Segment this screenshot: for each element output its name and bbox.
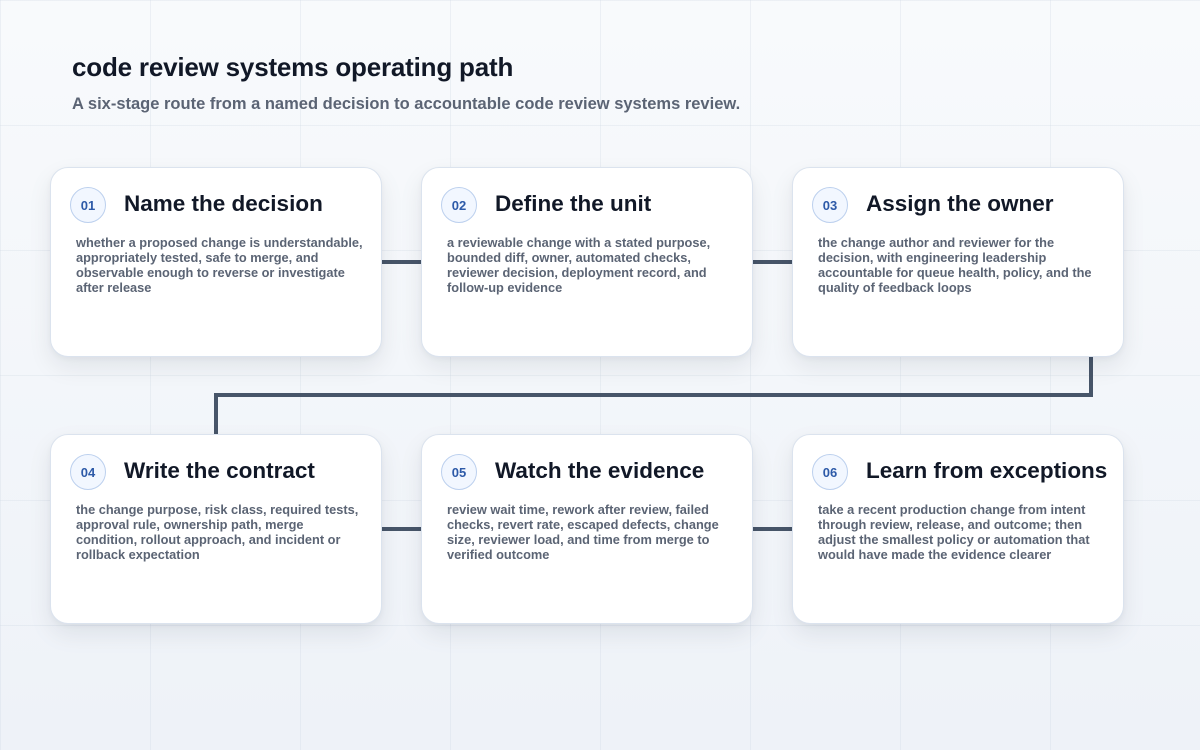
stage-card-03: 03 Assign the owner the change author an… (792, 167, 1124, 357)
stage-card-04: 04 Write the contract the change purpose… (50, 434, 382, 624)
stage-card-06: 06 Learn from exceptions take a recent p… (792, 434, 1124, 624)
stage-number-badge: 05 (441, 454, 477, 490)
stage-description: the change purpose, risk class, required… (76, 502, 359, 562)
stage-title: Write the contract (124, 458, 315, 483)
stage-description: take a recent production change from int… (818, 502, 1090, 562)
stage-title: Learn from exceptions (866, 458, 1108, 483)
stage-card-01: 01 Name the decision whether a proposed … (50, 167, 382, 357)
page-subtitle: A six-stage route from a named decision … (72, 95, 741, 113)
stage-title: Name the decision (124, 191, 323, 216)
stage-number-badge: 03 (812, 187, 848, 223)
stage-number-badge: 06 (812, 454, 848, 490)
page-title: code review systems operating path (72, 52, 514, 82)
stage-number-badge: 02 (441, 187, 477, 223)
stage-description: a reviewable change with a stated purpos… (447, 235, 711, 295)
stage-description: whether a proposed change is understanda… (76, 235, 363, 295)
stage-card-05: 05 Watch the evidence review wait time, … (421, 434, 753, 624)
stage-number-badge: 04 (70, 454, 106, 490)
stage-title: Watch the evidence (495, 458, 705, 483)
stage-card-02: 02 Define the unit a reviewable change w… (421, 167, 753, 357)
stage-description: the change author and reviewer for the d… (818, 235, 1092, 295)
stage-title: Assign the owner (866, 191, 1054, 216)
stage-number-badge: 01 (70, 187, 106, 223)
stage-description: review wait time, rework after review, f… (447, 502, 719, 562)
connector-03-04 (214, 357, 1093, 434)
stage-title: Define the unit (495, 191, 652, 216)
